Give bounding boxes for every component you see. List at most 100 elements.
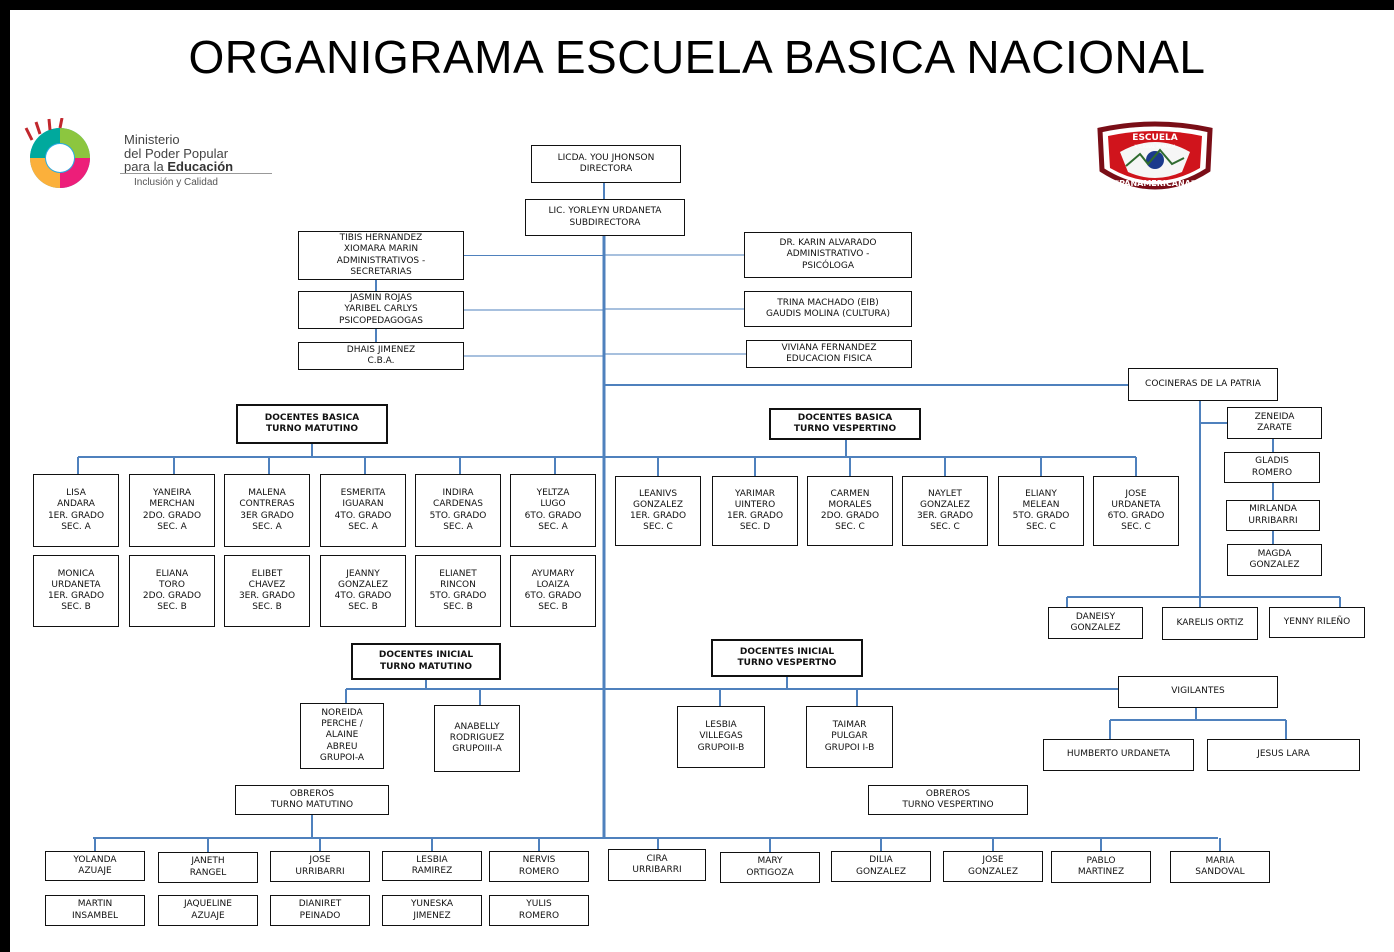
teacher-box-line: 1ER. GRADO bbox=[47, 591, 105, 601]
director-box-line: DIRECTORA bbox=[579, 164, 633, 174]
teacher-box-line: ELIBET bbox=[251, 568, 283, 579]
teacher-box-line: SEC. A bbox=[348, 521, 378, 532]
obrero-box-line: YOLANDA bbox=[73, 854, 117, 865]
teacher-box-line: TORO bbox=[159, 579, 185, 590]
cocinera-box: KARELIS ORTIZ bbox=[1162, 607, 1258, 640]
staff-left-box-line: C.B.A. bbox=[367, 356, 395, 366]
teacher-box-line: MERCHAN bbox=[149, 499, 195, 510]
staff-left-box-line: TIBIS HERNANDEZ bbox=[339, 233, 423, 243]
obrero-box-line: RAMIREZ bbox=[411, 866, 453, 876]
teacher-box-line: ELIANA bbox=[155, 568, 189, 579]
staff-left-box-line: DHAIS JIMENEZ bbox=[346, 344, 416, 355]
vigilante-box-line: HUMBERTO URDANETA bbox=[1066, 749, 1171, 760]
obrero-box-line: ROMERO bbox=[518, 910, 560, 921]
teacher-box-line: 1ER. GRADO bbox=[629, 511, 687, 521]
subdirector-box-line: SUBDIRECTORA bbox=[569, 217, 641, 228]
cocinera-box-line: DANEISY bbox=[1075, 611, 1116, 622]
teacher-box-line: MALENA bbox=[248, 488, 286, 498]
teacher-box-line: GONZALEZ bbox=[633, 499, 683, 510]
teacher-box-line: 5TO. GRADO bbox=[1012, 511, 1070, 521]
staff-left-box-line: JASMIN ROJAS bbox=[349, 293, 413, 304]
obrero-box-line: ORTIGOZA bbox=[746, 867, 794, 878]
cocinera-box: YENNY RILEÑO bbox=[1269, 607, 1365, 638]
inicial-teacher-box-line: PULGAR bbox=[831, 731, 868, 742]
teacher-box-line: 2DO. GRADO bbox=[142, 510, 202, 521]
obrero-box-line: SANDOVAL bbox=[1195, 867, 1245, 877]
cocinera-box-line: GONZALEZ bbox=[1070, 623, 1121, 633]
teacher-box-line: SEC. C bbox=[930, 522, 960, 533]
teacher-box-line: SEC. C bbox=[643, 522, 673, 533]
staff-right-box: TRINA MACHADO (EIB)GAUDIS MOLINA (CULTUR… bbox=[744, 291, 912, 327]
teacher-box-line: SEC. C bbox=[835, 522, 865, 533]
teacher-box-line: 5TO. GRADO bbox=[429, 591, 487, 601]
obrero-box-line: LESBIA bbox=[416, 854, 448, 865]
teacher-box-line: LOAIZA bbox=[536, 579, 570, 590]
staff-left-box-line: XIOMARA MARIN bbox=[343, 244, 419, 255]
teacher-box-line: 3ER. GRADO bbox=[916, 511, 974, 521]
obrero-box-line: AZUAJE bbox=[191, 910, 225, 921]
obrero-box-line: URRIBARRI bbox=[632, 865, 682, 875]
obrero-box-line: AZUAJE bbox=[78, 866, 112, 876]
teacher-box-line: MELEAN bbox=[1022, 499, 1060, 510]
obrero-box-line: INSAMBEL bbox=[71, 910, 119, 921]
obrero-box-line: ROMERO bbox=[518, 866, 560, 877]
inicial-teacher-box-line: ALAINE bbox=[325, 730, 359, 741]
inicial-matutino-header-line: DOCENTES INICIAL bbox=[378, 650, 474, 661]
obrero-box-line: URRIBARRI bbox=[295, 866, 345, 877]
inicial-vespertino-header-line: DOCENTES INICIAL bbox=[739, 646, 835, 657]
teacher-box-line: 1ER. GRADO bbox=[726, 511, 784, 521]
teacher-box-line: IGUARAN bbox=[342, 499, 384, 510]
school-emblem-mid-text: NACIONAL PRIMARIA bbox=[1134, 144, 1176, 149]
teacher-box-line: SEC. C bbox=[1121, 522, 1151, 533]
obrero-box-line: JANETH bbox=[191, 856, 225, 867]
teacher-box-line: SEC. B bbox=[61, 602, 91, 613]
staff-left-box-line: ADMINISTRATIVOS - bbox=[336, 255, 426, 266]
teacher-box-line: RINCON bbox=[440, 579, 476, 590]
vigilantes-box-line: VIGILANTES bbox=[1171, 686, 1225, 697]
teacher-box-line: 4TO. GRADO bbox=[334, 591, 392, 601]
teacher-box-line: SEC. C bbox=[1026, 522, 1056, 533]
ministry-logo bbox=[24, 118, 90, 188]
teacher-box-line: UINTERO bbox=[734, 499, 776, 510]
teacher-box-line: 5TO. GRADO bbox=[429, 510, 487, 521]
teacher-box-line: SEC. B bbox=[157, 602, 187, 613]
obreros-matutino-header-line: TURNO MATUTINO bbox=[270, 800, 354, 810]
teacher-box-line: CHAVEZ bbox=[248, 579, 286, 590]
teacher-box-line: JOSE bbox=[1125, 488, 1147, 499]
obrero-box-line: PABLO bbox=[1086, 855, 1116, 866]
teacher-box-line: SEC. A bbox=[538, 521, 568, 532]
director-box-line: LICDA. YOU JHONSON bbox=[557, 152, 655, 163]
basica-matutino-header-line: DOCENTES BASICA bbox=[264, 412, 360, 423]
